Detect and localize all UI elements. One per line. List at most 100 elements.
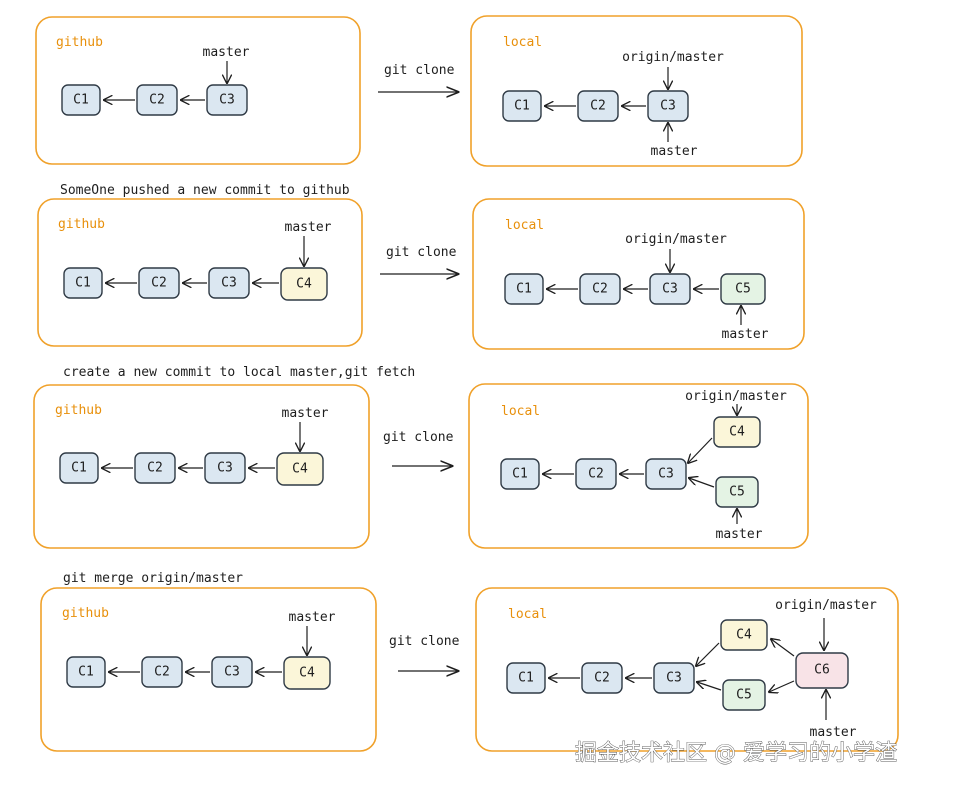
svg-text:C3: C3: [666, 671, 682, 686]
svg-text:C1: C1: [71, 461, 87, 476]
panel-label: local: [503, 35, 542, 50]
transfer-label: git clone: [389, 634, 460, 649]
parent-arrow: [689, 478, 715, 488]
commit-c4: C4: [713, 416, 761, 448]
svg-text:C2: C2: [151, 276, 167, 291]
commit-c4: C4: [280, 267, 328, 301]
panel-border: [35, 16, 361, 165]
panel-label: github: [62, 606, 109, 621]
commit-c3: C3: [206, 84, 248, 116]
panel-border: [470, 15, 803, 167]
commit-c4: C4: [276, 452, 324, 486]
commit-c1: C1: [506, 662, 546, 694]
panel-border: [33, 384, 370, 549]
commit-c1: C1: [66, 656, 106, 688]
svg-text:C4: C4: [292, 462, 308, 477]
row-3: create a new commit to local master,git …: [33, 365, 809, 549]
svg-text:C3: C3: [221, 276, 237, 291]
ref-origin-master: origin/master: [625, 232, 727, 247]
commit-c2: C2: [134, 452, 176, 484]
commit-c3: C3: [647, 90, 689, 122]
parent-arrow: [696, 642, 720, 666]
ref-master: master: [282, 406, 329, 421]
svg-text:C2: C2: [149, 93, 165, 108]
svg-text:C4: C4: [296, 277, 312, 292]
transfer-label: git clone: [383, 430, 454, 445]
commit-c5: C5: [720, 273, 766, 305]
commit-c3: C3: [649, 273, 691, 305]
commit-c1: C1: [504, 273, 544, 305]
local-panel: local C1 C2 C3 C5 origin/master master: [472, 198, 805, 350]
svg-text:C2: C2: [147, 461, 163, 476]
svg-text:C2: C2: [592, 282, 608, 297]
svg-text:C3: C3: [658, 467, 674, 482]
panel-label: github: [55, 403, 102, 418]
ref-master: master: [203, 45, 250, 60]
panel-label: local: [508, 607, 547, 622]
commit-c1: C1: [502, 90, 542, 122]
panel-border: [40, 587, 377, 752]
svg-text:C4: C4: [736, 628, 752, 643]
ref-master: master: [289, 610, 336, 625]
commit-c1: C1: [63, 267, 103, 299]
parent-arrow: [688, 437, 713, 463]
row-1: github C1 C2 C3 master git clone local C…: [35, 15, 803, 167]
watermark: 掘金技术社区 @ 爱学习的小学渣: [575, 741, 897, 766]
panel-border: [472, 198, 805, 350]
panel-label: github: [58, 217, 105, 232]
svg-text:C1: C1: [518, 671, 534, 686]
commit-c3: C3: [645, 458, 687, 490]
panel-label: local: [501, 404, 540, 419]
transfer-label: git clone: [386, 245, 457, 260]
ref-master: master: [722, 327, 769, 342]
ref-master: master: [716, 527, 763, 542]
svg-text:C1: C1: [73, 93, 89, 108]
commit-c3: C3: [653, 662, 695, 694]
panel-border: [37, 198, 363, 347]
svg-text:C3: C3: [219, 93, 235, 108]
panel-border: [475, 587, 899, 752]
commit-c5: C5: [722, 679, 766, 711]
commit-c2: C2: [577, 90, 619, 122]
svg-text:C2: C2: [154, 665, 170, 680]
panel-label: github: [56, 35, 103, 50]
svg-text:C1: C1: [512, 467, 528, 482]
github-panel: github C1 C2 C3 C4 master: [40, 587, 377, 752]
svg-text:C3: C3: [662, 282, 678, 297]
merge-parent-arrow: [771, 639, 795, 657]
local-panel: local C1 C2 C3 C4 C5 origin/master maste…: [468, 383, 809, 549]
local-panel: local C1 C2 C3 origin/master master: [470, 15, 803, 167]
svg-text:C3: C3: [217, 461, 233, 476]
svg-text:C2: C2: [594, 671, 610, 686]
github-panel: github C1 C2 C3 master: [35, 16, 361, 165]
panel-border: [468, 383, 809, 549]
commit-c3: C3: [204, 452, 246, 484]
transfer: git clone: [378, 63, 458, 92]
commit-c2: C2: [138, 267, 180, 299]
commit-c1: C1: [500, 458, 540, 490]
panel-label: local: [505, 218, 544, 233]
svg-text:C5: C5: [735, 282, 751, 297]
row-2: SomeOne pushed a new commit to github gi…: [37, 183, 805, 350]
commit-c4: C4: [283, 656, 331, 690]
svg-text:C5: C5: [736, 688, 752, 703]
step-caption: git merge origin/master: [63, 571, 243, 586]
commit-c2: C2: [579, 273, 621, 305]
commit-c1: C1: [61, 84, 101, 116]
ref-origin-master: origin/master: [685, 389, 787, 404]
transfer-label: git clone: [384, 63, 455, 78]
commit-c2: C2: [136, 84, 178, 116]
commit-c2: C2: [581, 662, 623, 694]
svg-text:C5: C5: [729, 485, 745, 500]
svg-text:C3: C3: [224, 665, 240, 680]
github-panel: github C1 C2 C3 C4 master: [37, 198, 363, 347]
local-panel: local C1 C2 C3 C4 C5 C6 origin/master ma…: [475, 587, 899, 752]
ref-origin-master: origin/master: [775, 598, 877, 613]
svg-text:C3: C3: [660, 99, 676, 114]
commit-c4: C4: [720, 619, 768, 651]
commit-c5: C5: [715, 476, 759, 508]
svg-text:C2: C2: [588, 467, 604, 482]
commit-c6: C6: [795, 652, 849, 689]
svg-text:C1: C1: [516, 282, 532, 297]
svg-text:C1: C1: [75, 276, 91, 291]
